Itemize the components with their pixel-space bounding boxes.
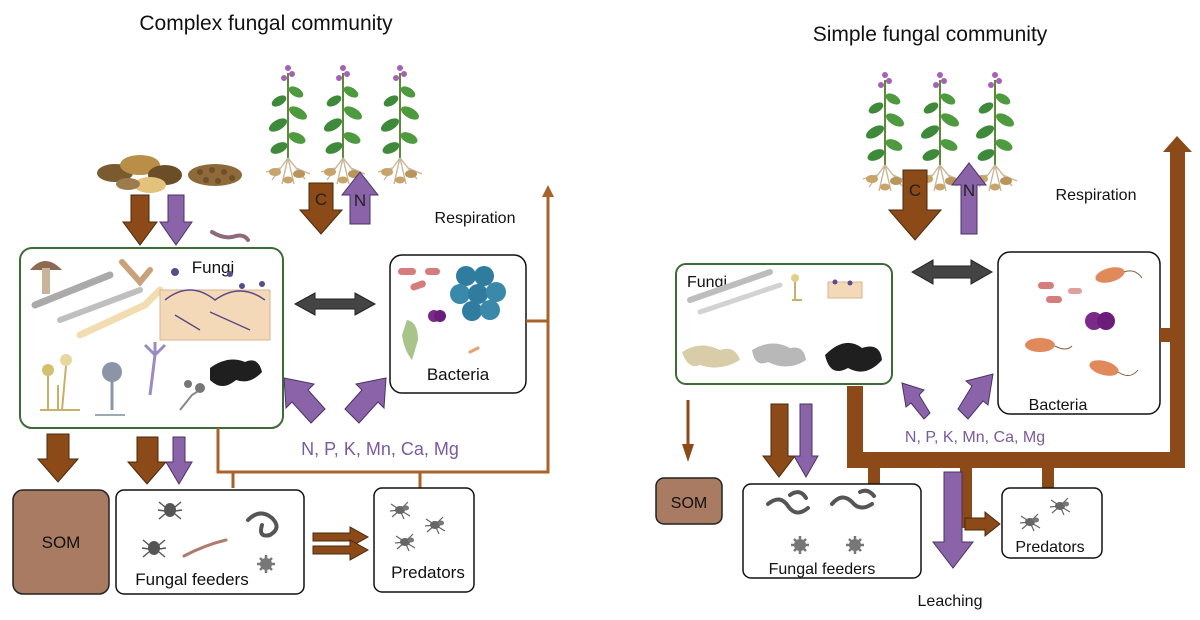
fungal-feeders-label: Fungal feeders [769,561,876,578]
plant-carbon-arrow [887,169,943,241]
nutrients-label: N, P, K, Mn, Ca, Mg [301,439,459,459]
right-panel-title: Simple fungal community [813,23,1048,46]
som-box [655,477,723,525]
fungi-to-feeders-nutrient-arrow [165,436,193,485]
plant-carbon-arrow [298,182,344,235]
fungi-illustrations [682,269,882,372]
bacteria-label: Bacteria [1029,397,1088,414]
fungi-to-feeders-nutrient-arrow [793,403,819,479]
fungi-to-feeders-carbon-arrow [126,436,168,485]
nutrients-label: N, P, K, Mn, Ca, Mg [905,429,1045,446]
fungal-feeders-label: Fungal feeders [135,570,248,589]
plants-illustration [862,71,1018,192]
nutrient-arrow-to-bacteria [344,377,387,424]
respiration-arrowhead [1163,136,1192,152]
respiration-connectors [231,472,422,488]
plant-nitrogen-arrow [340,171,380,225]
nutrient-arrow-to-fungi [283,377,326,424]
respiration-leaching-network [847,150,1185,528]
feeders-to-predators-arrow-1 [312,526,370,548]
fungal-feeders-illustrations [141,501,279,575]
fungi-illustrations [30,259,271,416]
left-panel: Complex fungal community C N [12,12,554,595]
plants-illustration [265,64,423,185]
left-panel-title: Complex fungal community [139,12,393,35]
fungi-bacteria-exchange-arrow [910,259,994,285]
respiration-arrowhead [542,185,554,197]
fungi-to-som-arrowhead [682,444,694,462]
feeders-to-predators-arrow-2 [312,539,370,561]
plant-nitrogen-label: N [354,191,366,210]
som-label: SOM [671,495,707,512]
fungi-to-feeders-carbon-arrow [761,403,797,478]
litter-nutrient-arrow [159,194,193,246]
fungi-label: Fungi [192,258,235,277]
fungal-feeders-illustrations [766,488,876,556]
earthworm-icon [210,230,250,242]
right-panel: Simple fungal community C N Fungi [655,23,1192,610]
plant-carbon-label: C [315,190,327,209]
bacteria-label: Bacteria [427,365,490,384]
som-box [12,489,110,595]
fungi-bacteria-exchange-arrow [293,292,377,316]
bacteria-box [997,251,1161,415]
nutrient-arrow-to-fungi [901,382,931,420]
respiration-path [216,197,550,474]
leaf-litter-illustration [97,155,242,193]
predators-label: Predators [391,563,465,582]
leaching-to-predators-arrow [964,510,1001,538]
bacteria-illustrations [398,266,506,360]
plant-carbon-label: C [909,181,921,200]
nutrient-arrow-to-bacteria [957,373,994,420]
som-label: SOM [42,533,81,552]
litter-carbon-arrow [122,194,158,246]
leaching-arrow [931,471,975,569]
predators-box [1001,487,1103,559]
fungi-to-som-arrow [36,433,80,483]
respiration-label: Respiration [1056,187,1137,204]
predators-box [373,487,475,593]
fungi-label: Fungi [687,274,727,291]
plant-nitrogen-label: N [963,181,975,200]
respiration-label: Respiration [435,210,516,227]
predators-label: Predators [1015,539,1084,556]
leaching-label: Leaching [918,593,983,610]
bacteria-illustrations [1025,267,1143,376]
plant-nitrogen-arrow [950,162,988,235]
